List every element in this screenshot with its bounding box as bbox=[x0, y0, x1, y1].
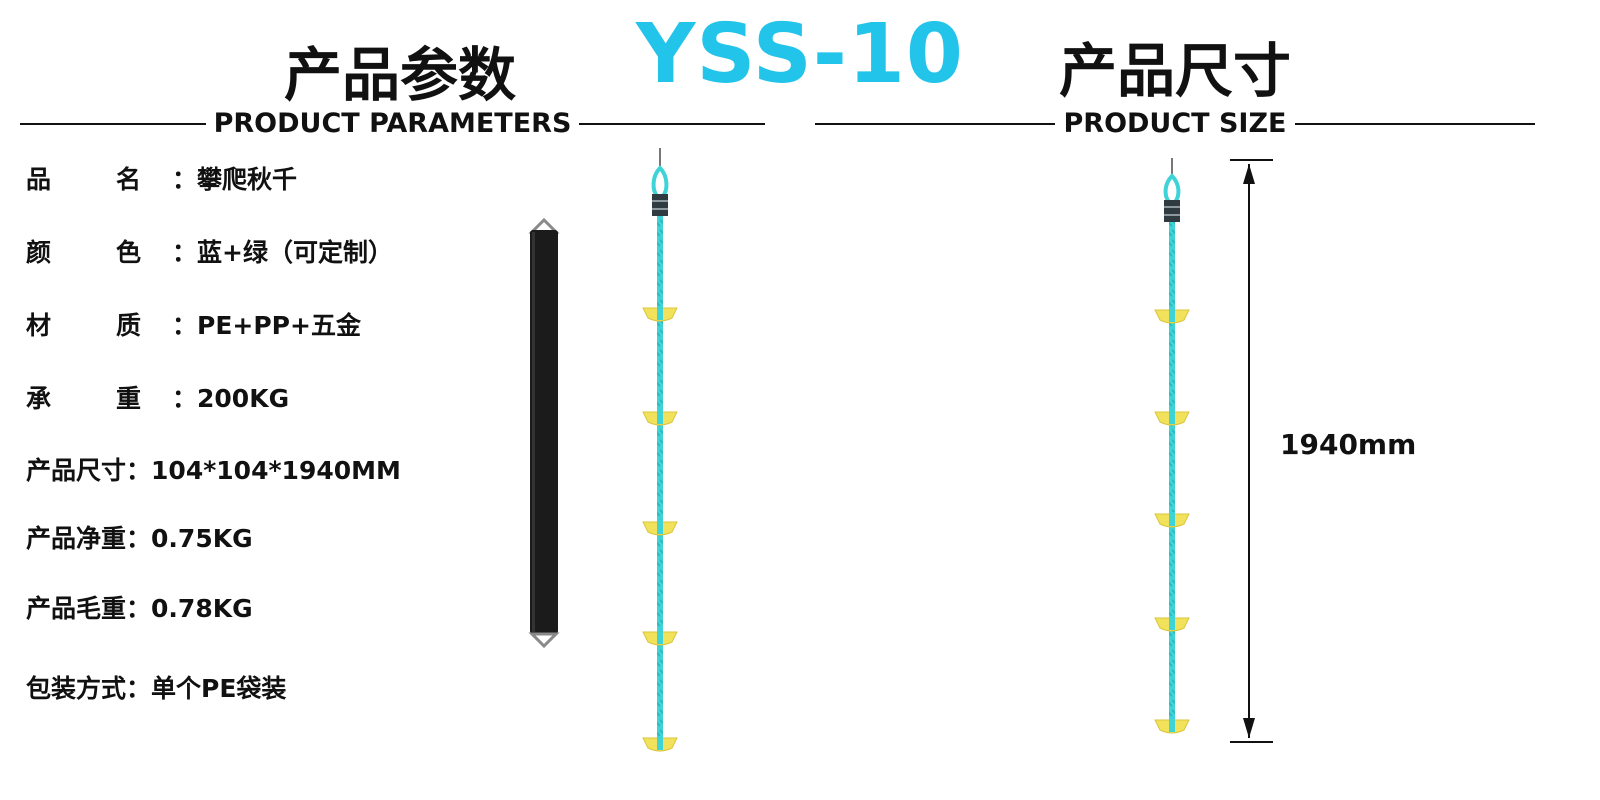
param-row-name: 品 名 ：攀爬秋千 bbox=[26, 165, 297, 195]
param-row-load: 承 重 ：200KG bbox=[26, 384, 289, 414]
param-colon: ： bbox=[126, 674, 152, 703]
param-label: 产品毛重 bbox=[26, 594, 127, 623]
param-value: 单个PE袋装 bbox=[151, 674, 287, 703]
param-colon: ： bbox=[126, 524, 152, 553]
model-number: YSS-10 bbox=[636, 7, 964, 102]
param-colon: ： bbox=[172, 311, 198, 340]
parameters-title-en: PRODUCT PARAMETERS bbox=[205, 108, 580, 139]
param-row-size: 产品尺寸：104*104*1940MM bbox=[26, 456, 401, 486]
param-label-char: 名 bbox=[116, 165, 142, 194]
size-title-en: PRODUCT SIZE bbox=[1055, 108, 1295, 139]
size-title-en-wrap: PRODUCT SIZE bbox=[815, 108, 1535, 139]
param-label-char: 品 bbox=[26, 165, 52, 194]
param-value: 200KG bbox=[197, 384, 290, 413]
param-value: 攀爬秋千 bbox=[197, 165, 298, 194]
dimension-length-label: 1940mm bbox=[1280, 428, 1417, 461]
param-label: 包装方式 bbox=[26, 674, 127, 703]
param-label: 产品净重 bbox=[26, 524, 127, 553]
size-title-cn: 产品尺寸 bbox=[1058, 37, 1291, 105]
param-label-char: 重 bbox=[116, 384, 142, 413]
param-value: 0.78KG bbox=[151, 594, 253, 623]
param-value: PE+PP+五金 bbox=[197, 311, 361, 340]
param-colon: ： bbox=[126, 456, 152, 485]
param-value: 104*104*1940MM bbox=[151, 456, 401, 485]
param-label: 产品尺寸 bbox=[26, 456, 127, 485]
param-label-char: 颜 bbox=[26, 238, 52, 267]
param-label-char: 材 bbox=[26, 311, 52, 340]
param-label-char: 承 bbox=[26, 384, 52, 413]
parameters-title-cn: 产品参数 bbox=[283, 41, 516, 109]
strap-image bbox=[528, 218, 560, 648]
param-label-char: 质 bbox=[116, 311, 142, 340]
ladder-image-right bbox=[1154, 158, 1190, 734]
param-row-gross-weight: 产品毛重：0.78KG bbox=[26, 594, 253, 624]
param-colon: ： bbox=[172, 384, 198, 413]
param-colon: ： bbox=[172, 165, 198, 194]
param-value: 0.75KG bbox=[151, 524, 253, 553]
param-row-net-weight: 产品净重：0.75KG bbox=[26, 524, 253, 554]
param-colon: ： bbox=[126, 594, 152, 623]
param-row-packaging: 包装方式：单个PE袋装 bbox=[26, 674, 286, 704]
dimension-arrow bbox=[1230, 159, 1273, 743]
param-value: 蓝+绿（可定制） bbox=[197, 238, 393, 267]
param-row-material: 材 质 ：PE+PP+五金 bbox=[26, 311, 361, 341]
param-label-char: 色 bbox=[116, 238, 142, 267]
ladder-image-left bbox=[642, 148, 678, 752]
param-row-color: 颜 色 ：蓝+绿（可定制） bbox=[26, 238, 393, 268]
param-colon: ： bbox=[172, 238, 198, 267]
parameters-title-en-wrap: PRODUCT PARAMETERS bbox=[0, 108, 785, 139]
